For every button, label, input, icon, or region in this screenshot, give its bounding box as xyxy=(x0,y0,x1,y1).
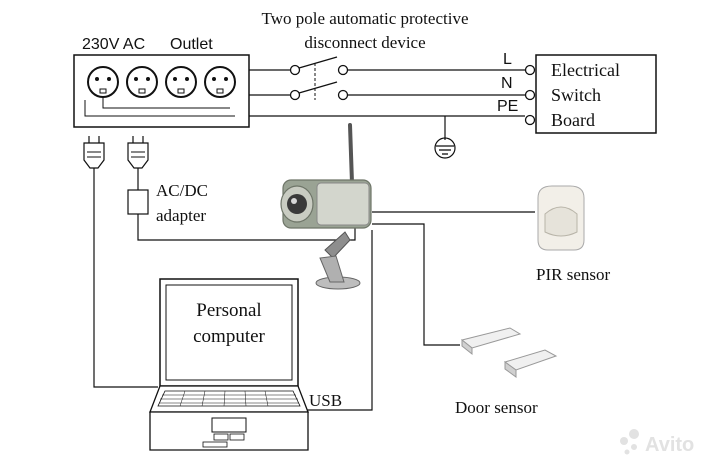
switch-board-box xyxy=(535,54,657,134)
title-line-2: disconnect device xyxy=(304,33,425,52)
watermark: Avito xyxy=(620,429,694,456)
line-label-n: N xyxy=(501,75,513,92)
door-sensor-label: Door sensor xyxy=(455,398,538,417)
terminal-pe xyxy=(524,114,536,126)
two-pole-switch xyxy=(289,56,349,101)
outlet-internal-wire-n xyxy=(102,97,230,109)
line-label-l: L xyxy=(503,51,512,68)
ip-camera-icon xyxy=(280,123,372,290)
door-sensor-icon xyxy=(460,327,558,378)
wire-adapter-camera xyxy=(137,214,356,241)
wire-computer-power xyxy=(93,175,158,388)
outlet-voltage-label: 230V AC xyxy=(82,36,145,53)
outlet-box xyxy=(73,54,250,128)
outlet-internal-wire-pe xyxy=(84,100,235,117)
computer-label-1: Personal xyxy=(196,300,261,321)
plug-adapter-icon xyxy=(127,136,149,190)
adapter-label-1: AC/DC xyxy=(156,181,208,200)
wire-usb xyxy=(300,230,373,411)
pir-sensor-icon xyxy=(537,185,585,251)
socket-3 xyxy=(165,66,197,98)
title-line-1: Two pole automatic protective xyxy=(262,9,469,28)
pir-sensor-label: PIR sensor xyxy=(536,265,610,284)
board-label-3: Board xyxy=(551,110,595,130)
ac-dc-adapter-box xyxy=(127,189,149,215)
socket-4 xyxy=(204,66,236,98)
socket-1 xyxy=(87,66,119,98)
adapter-label-2: adapter xyxy=(156,206,206,225)
terminal-n xyxy=(524,89,536,101)
terminal-l xyxy=(524,64,536,76)
socket-2 xyxy=(126,66,158,98)
board-label-2: Switch xyxy=(551,85,601,105)
computer-label-2: computer xyxy=(193,326,265,347)
plug-computer-icon xyxy=(83,136,105,175)
board-label-1: Electrical xyxy=(551,60,620,80)
line-label-pe: PE xyxy=(497,98,518,115)
watermark-text: Avito xyxy=(645,434,694,456)
wire-camera-door xyxy=(372,223,460,346)
outlet-name-label: Outlet xyxy=(170,36,213,53)
ground-icon xyxy=(434,116,456,159)
usb-label: USB xyxy=(309,391,342,410)
laptop-icon xyxy=(149,278,309,451)
